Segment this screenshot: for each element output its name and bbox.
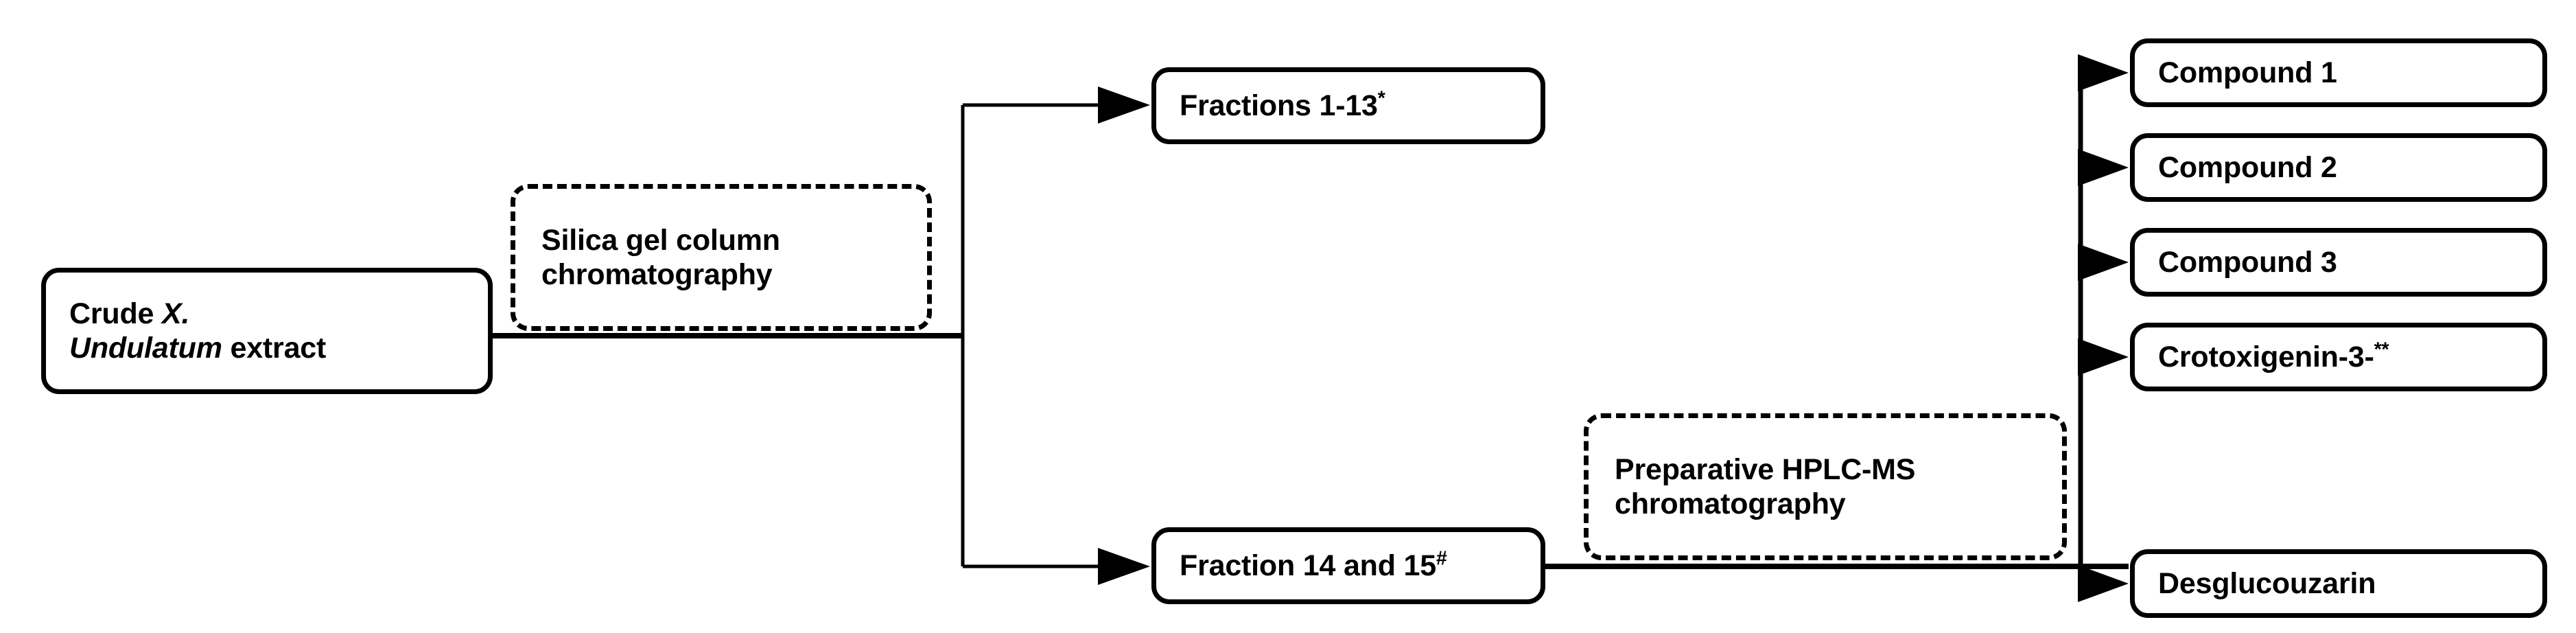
- crude-suffix: extract: [222, 332, 327, 365]
- node-crotoxigenin-3[interactable]: Crotoxigenin-3-**: [2130, 323, 2547, 391]
- edge-split-to-fractions-1-13: [963, 87, 1150, 124]
- node-fractions-1-13[interactable]: Fractions 1-13*: [1151, 67, 1545, 144]
- node-compound-3-label: Compound 3: [2135, 245, 2350, 279]
- hplc-line-2: chromatography: [1615, 487, 1846, 520]
- hplc-line-1: Preparative HPLC-MS: [1615, 452, 1916, 486]
- crude-prefix: Crude: [69, 297, 162, 330]
- crude-italic-genus: X.: [161, 297, 190, 330]
- node-crude-extract[interactable]: Crude X. Undulatum extract: [41, 268, 493, 394]
- node-compound-1-label: Compound 1: [2135, 56, 2350, 90]
- edge-trunk-to-desglucouzarin: [2078, 565, 2129, 602]
- compound2-text: Compound 2: [2158, 150, 2337, 184]
- fraction1415-text: Fraction 14 and 15: [1180, 549, 1436, 582]
- node-desglucouzarin-label: Desglucouzarin: [2135, 566, 2388, 601]
- silica-line-1: Silica gel column: [541, 223, 780, 257]
- crude-italic-species: Undulatum: [69, 332, 222, 365]
- fractions-marker: *: [1377, 87, 1385, 110]
- node-silica-gel-column-chromatography[interactable]: Silica gel column chromatography: [511, 184, 932, 331]
- edge-split-to-fraction-14-15: [963, 548, 1150, 585]
- fraction1415-marker: #: [1436, 547, 1447, 570]
- node-crotoxigenin-3-label: Crotoxigenin-3-**: [2135, 340, 2401, 374]
- edge-trunk-to-compound-2: [2078, 149, 2129, 186]
- fractions-text: Fractions 1-13: [1180, 89, 1378, 122]
- crotoxigenin-text: Crotoxigenin-3-: [2158, 340, 2374, 373]
- node-compound-3[interactable]: Compound 3: [2130, 228, 2547, 297]
- edge-trunk-to-crotoxigenin: [2078, 338, 2129, 376]
- node-crude-extract-label: Crude X. Undulatum extract: [46, 297, 338, 366]
- node-compound-2-label: Compound 2: [2135, 150, 2350, 185]
- node-fraction-14-and-15[interactable]: Fraction 14 and 15#: [1151, 527, 1545, 604]
- silica-line-2: chromatography: [541, 258, 773, 291]
- node-hplc-label: Preparative HPLC-MS chromatography: [1589, 452, 1928, 522]
- node-silica-label: Silica gel column chromatography: [515, 223, 793, 292]
- desglucouzarin-text: Desglucouzarin: [2158, 566, 2376, 600]
- edge-trunk-to-compound-1: [2078, 54, 2129, 91]
- node-compound-1[interactable]: Compound 1: [2130, 38, 2547, 107]
- compound1-text: Compound 1: [2158, 56, 2337, 89]
- node-compound-2[interactable]: Compound 2: [2130, 133, 2547, 202]
- compound3-text: Compound 3: [2158, 245, 2337, 279]
- crotoxigenin-marker: **: [2374, 338, 2389, 361]
- node-preparative-hplc-ms-chromatography[interactable]: Preparative HPLC-MS chromatography: [1584, 413, 2067, 560]
- node-desglucouzarin[interactable]: Desglucouzarin: [2130, 549, 2547, 618]
- node-fraction-14-and-15-label: Fraction 14 and 15#: [1156, 549, 1460, 583]
- node-fractions-1-13-label: Fractions 1-13*: [1156, 89, 1398, 123]
- edge-trunk-to-compound-3: [2078, 244, 2129, 281]
